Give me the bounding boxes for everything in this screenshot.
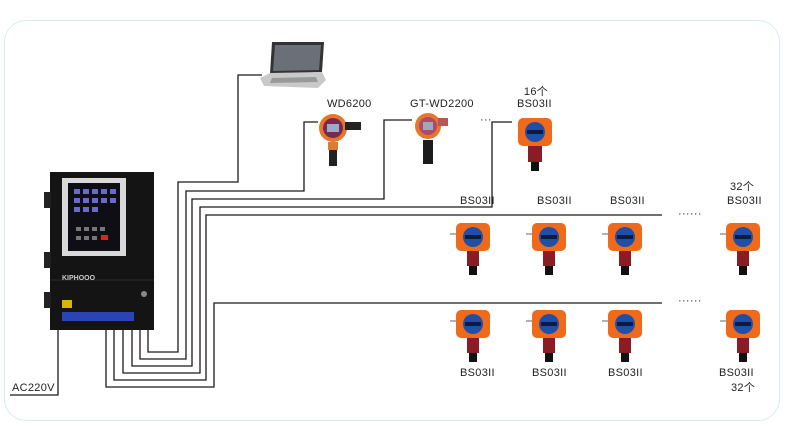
diagram-frame [4,20,780,421]
controller-brand: KIPHOOO [62,275,96,282]
detector-bs03ii-icon [602,310,642,362]
top-ellipsis: ··· [480,114,492,126]
laptop-icon [260,42,326,88]
row2-label: BS03II [719,367,754,379]
detector-bs03ii-icon [602,223,642,275]
row1-label: BS03II [460,195,495,207]
label-gt-wd2200: GT-WD2200 [410,98,474,110]
label-bs03ii-top: BS03II [517,98,552,110]
row1-label: BS03II [610,195,645,207]
label-wd6200: WD6200 [327,98,372,110]
device-bs03ii-icon [518,118,552,171]
label-count-16: 16个 [523,86,549,98]
row2-ellipsis: ······ [678,295,702,307]
wire-wd6200 [139,121,318,360]
detector-bs03ii-icon [720,310,760,362]
row1-ellipsis: ······ [678,208,702,220]
wire-gtwd2200 [131,119,412,367]
row2-count: 32个 [731,382,756,394]
row2-label: BS03II [608,367,643,379]
device-gt-wd2200-icon [415,113,448,164]
row1-label: BS03II [537,195,572,207]
detector-bs03ii-icon [526,310,566,362]
row2-label: BS03II [532,367,567,379]
row1-label: BS03II [727,195,762,207]
wire-bs16 [122,121,512,374]
detector-bs03ii-icon [450,223,490,275]
row1-count: 32个 [730,181,755,193]
device-wd6200-icon [319,114,361,166]
wire-row1 [113,214,662,381]
detector-bs03ii-icon [720,223,760,275]
detector-bs03ii-icon [526,223,566,275]
wire-power [10,328,59,396]
power-label: AC220V [12,382,55,394]
wire-laptop [147,74,262,353]
detector-bs03ii-icon [450,310,490,362]
wire-row2 [105,302,662,388]
row2-label: BS03II [460,367,495,379]
controller-cabinet: KIPHOOO [44,172,154,330]
